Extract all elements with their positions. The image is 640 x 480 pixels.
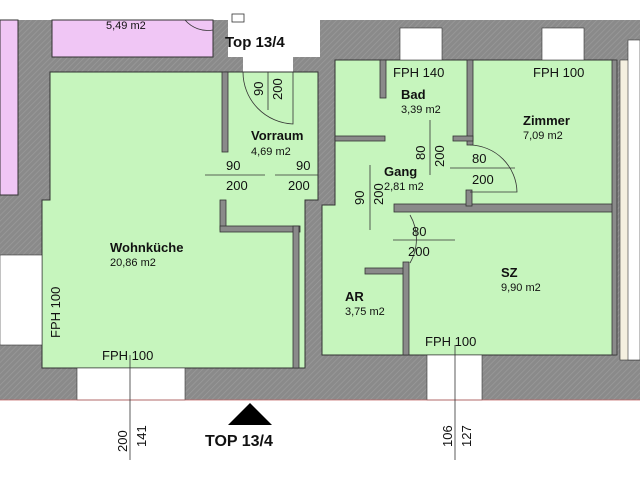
bottom-dim-127: 127 — [459, 425, 474, 447]
window-sz — [426, 354, 483, 401]
room-area-gang: 2,81 m2 — [384, 181, 424, 193]
window-zimmer — [541, 27, 585, 61]
window-label-sz: FPH 100 — [425, 334, 476, 349]
neighbor-room — [51, 19, 214, 58]
neighbor-room-strip — [0, 19, 19, 196]
window-wohn-bottom — [76, 367, 186, 401]
room-area-vorraum: 4,69 m2 — [251, 146, 291, 158]
unit-label: Top 13/4 — [225, 34, 285, 51]
door-sz-width: 80 — [412, 224, 426, 239]
door-vl-height: 200 — [226, 178, 248, 193]
door-sz-height: 200 — [408, 244, 430, 259]
room-name-zimmer: Zimmer — [523, 113, 570, 128]
entry-marker-triangle-icon — [228, 403, 272, 425]
bottom-unit-label: TOP 13/4 — [205, 433, 273, 450]
door-vr-width: 90 — [296, 158, 310, 173]
entry-door-opening — [243, 57, 293, 72]
window-label-bad: FPH 140 — [393, 65, 444, 80]
room-area-sz: 9,90 m2 — [501, 282, 541, 294]
door-zimmer-height: 200 — [472, 172, 494, 187]
room-name-bad: Bad — [401, 87, 426, 102]
window-wohn-left — [0, 254, 43, 346]
door-entry-height: 200 — [270, 78, 285, 100]
room-area-ar: 3,75 m2 — [345, 306, 385, 318]
room-area-bad: 3,39 m2 — [401, 104, 441, 116]
window-label-zimmer: FPH 100 — [533, 65, 584, 80]
room-area-zimmer: 7,09 m2 — [523, 130, 563, 142]
room-name-gang: Gang — [384, 164, 417, 179]
door-bad-width: 80 — [413, 146, 428, 160]
neighbor-area: 5,49 m2 — [106, 20, 146, 32]
room-area-wohnkueche: 20,86 m2 — [110, 257, 156, 269]
room-wohnkueche[interactable] — [41, 71, 319, 369]
door-gang-height: 200 — [371, 183, 386, 205]
window-bad — [399, 27, 443, 61]
door-zimmer-width: 80 — [472, 151, 486, 166]
bottom-dim-106: 106 — [440, 425, 455, 447]
door-bad-height: 200 — [432, 145, 447, 167]
room-name-vorraum: Vorraum — [251, 128, 304, 143]
room-name-sz: SZ — [501, 265, 518, 280]
door-vr-height: 200 — [288, 178, 310, 193]
bottom-dim-141: 141 — [134, 425, 149, 447]
window-label-wohn-bottom: FPH 100 — [102, 348, 153, 363]
bottom-dim-200: 200 — [115, 430, 130, 452]
door-entry-width: 90 — [251, 82, 266, 96]
window-label-wohn-left: FPH 100 — [48, 287, 63, 338]
door-vl-width: 90 — [226, 158, 240, 173]
room-name-wohnkueche: Wohnküche — [110, 240, 183, 255]
entry-label-box — [228, 20, 320, 57]
room-name-ar: AR — [345, 289, 364, 304]
door-gang-width: 90 — [352, 191, 367, 205]
